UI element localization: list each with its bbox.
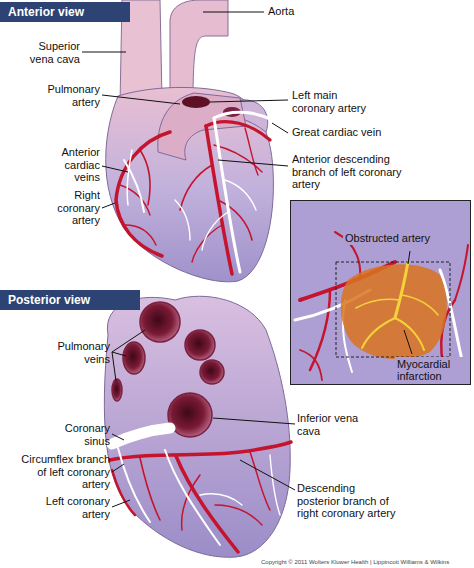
part-label: Aorta: [268, 5, 328, 18]
leader-lines: [82, 12, 295, 507]
part-label: Pulmonary veins: [40, 340, 110, 365]
posterior-heart: [104, 296, 291, 557]
part-label: Anterior cardiac veins: [40, 146, 100, 184]
part-label: Anterior descending branch of left coron…: [292, 153, 414, 191]
infarction-inset: [291, 201, 470, 384]
part-label: Circumflex branch of left coronary arter…: [12, 453, 110, 491]
view-title: Posterior view: [8, 293, 90, 307]
anterior-heart: [106, 0, 277, 282]
part-label: Pulmonary artery: [40, 83, 100, 108]
part-label: Superior vena cava: [20, 40, 80, 65]
part-label: Inferior vena cava: [297, 412, 367, 437]
part-label: Descending posterior branch of right cor…: [297, 482, 397, 520]
callout-label: Myocardial infarction: [395, 357, 465, 383]
copyright-note: Copyright © 2011 Wolters Kluwer Health |…: [261, 559, 471, 566]
part-label: Left coronary artery: [25, 495, 110, 520]
view-heading: Anterior view: [0, 2, 130, 22]
view-title: Anterior view: [8, 5, 84, 19]
part-label: Left main coronary artery: [292, 89, 382, 114]
callout-label: Obstructed artery: [343, 231, 432, 245]
view-heading: Posterior view: [0, 290, 140, 310]
part-label: Coronary sinus: [40, 422, 110, 447]
inset-panel: Obstructed arteryMyocardial infarction: [290, 200, 471, 385]
part-label: Right coronary artery: [40, 189, 100, 227]
part-label: Great cardiac vein: [292, 126, 412, 139]
